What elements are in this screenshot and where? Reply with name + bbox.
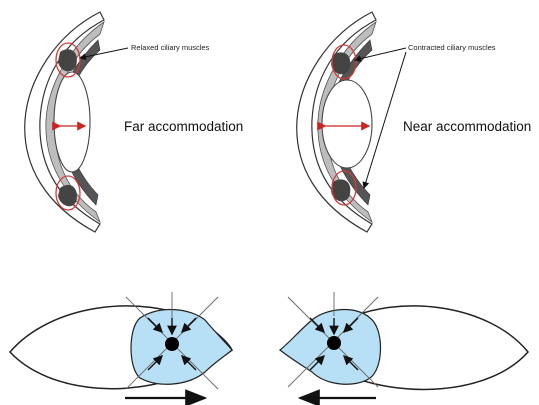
eye-front-view-left (10, 292, 232, 389)
far-accommodation-label: Far accommodation (124, 119, 243, 134)
eye-cross-section-far (25, 12, 128, 232)
pupil-icon-right (327, 336, 341, 350)
near-accommodation-label: Near accommodation (403, 119, 531, 134)
contracted-muscles-label: Contracted ciliary muscles (408, 43, 496, 52)
pupil-icon (165, 337, 179, 351)
eye-front-view-right (280, 292, 528, 389)
relaxed-muscles-label: Relaxed ciliary muscles (131, 43, 210, 52)
eye-cross-section-near (297, 12, 406, 232)
